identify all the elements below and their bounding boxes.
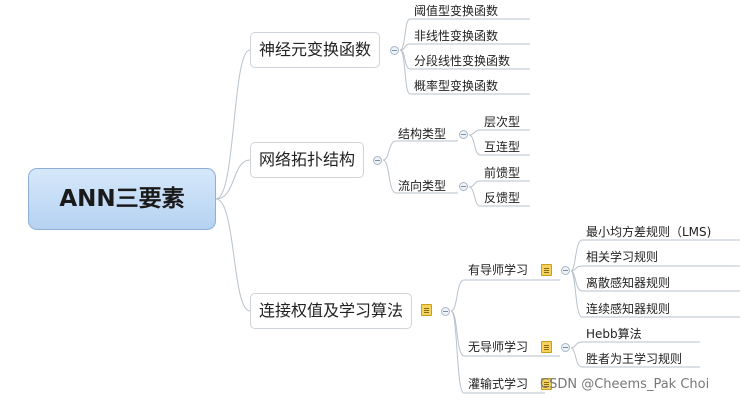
leaf-winner-take-all[interactable]: 胜者为王学习规则 (586, 352, 683, 366)
leaf-probabilistic[interactable]: 概率型变换函数 (414, 79, 499, 93)
connector-group-leaf (468, 180, 481, 188)
root-node[interactable]: ANN三要素 (28, 168, 216, 230)
leaf-feedback[interactable]: 反馈型 (484, 191, 521, 205)
connector-group-leaf (570, 239, 583, 272)
group-instilled[interactable]: 灌输式学习 (468, 377, 529, 391)
note-icon[interactable] (541, 341, 552, 353)
group-structure-type[interactable]: 结构类型 (398, 127, 447, 141)
leaf-threshold[interactable]: 阈值型变换函数 (414, 4, 499, 18)
group-unsupervised[interactable]: 无导师学习 (468, 340, 529, 354)
leaf-lms[interactable]: 最小均方差规则（LMS) (586, 225, 712, 239)
connector-branch2-group (382, 140, 397, 161)
branch-neuron-transfer[interactable]: 神经元变换函数 (250, 32, 381, 68)
connector-group-leaf (468, 129, 481, 136)
connector-branch1-leaf (399, 49, 411, 95)
connector-branch1-leaf (399, 49, 411, 70)
note-icon[interactable] (541, 378, 552, 390)
connector-group-leaf (570, 265, 583, 272)
connector-branch1-leaf (399, 18, 411, 51)
connector-root-branch1 (215, 49, 251, 200)
leaf-piecewise[interactable]: 分段线性变换函数 (414, 54, 511, 68)
connector-root-branch3 (215, 198, 251, 312)
connector-branch3-group (450, 310, 465, 357)
collapse-icon[interactable] (561, 266, 570, 275)
leaf-discrete-perceptron[interactable]: 离散感知器规则 (586, 276, 671, 290)
connector-group-leaf (468, 134, 481, 156)
leaf-correlation[interactable]: 相关学习规则 (586, 250, 659, 264)
group-flow-type[interactable]: 流向类型 (398, 179, 447, 193)
connector-branch3-group (450, 279, 465, 312)
connector-branch2-group (382, 159, 397, 194)
group-supervised[interactable]: 有导师学习 (468, 263, 529, 277)
leaf-nonlinear[interactable]: 非线性变换函数 (414, 29, 499, 43)
collapse-icon[interactable] (459, 130, 468, 139)
note-icon[interactable] (421, 304, 432, 316)
collapse-icon[interactable] (390, 46, 399, 55)
collapse-icon[interactable] (373, 156, 382, 165)
connector-branch3-group (450, 310, 465, 394)
branch-topology[interactable]: 网络拓扑结构 (250, 142, 365, 178)
leaf-layered[interactable]: 层次型 (484, 115, 521, 129)
leaf-continuous-perceptron[interactable]: 连续感知器规则 (586, 302, 671, 316)
watermark: CSDN @Cheems_Pak Choi (540, 377, 710, 392)
leaf-interconnected[interactable]: 互连型 (484, 140, 521, 154)
collapse-icon[interactable] (459, 182, 468, 191)
collapse-icon[interactable] (441, 307, 450, 316)
leaf-hebb[interactable]: Hebb算法 (586, 327, 642, 341)
leaf-feedforward[interactable]: 前馈型 (484, 166, 521, 180)
connector-group-leaf (570, 347, 583, 368)
collapse-icon[interactable] (561, 343, 570, 352)
note-icon[interactable] (541, 264, 552, 276)
connector-group-leaf (468, 186, 481, 207)
branch-weights-learning[interactable]: 连接权值及学习算法 (250, 293, 413, 329)
connector-group-leaf (570, 341, 583, 349)
connector-root-branch2 (215, 159, 251, 200)
connector-group-leaf (570, 270, 583, 318)
